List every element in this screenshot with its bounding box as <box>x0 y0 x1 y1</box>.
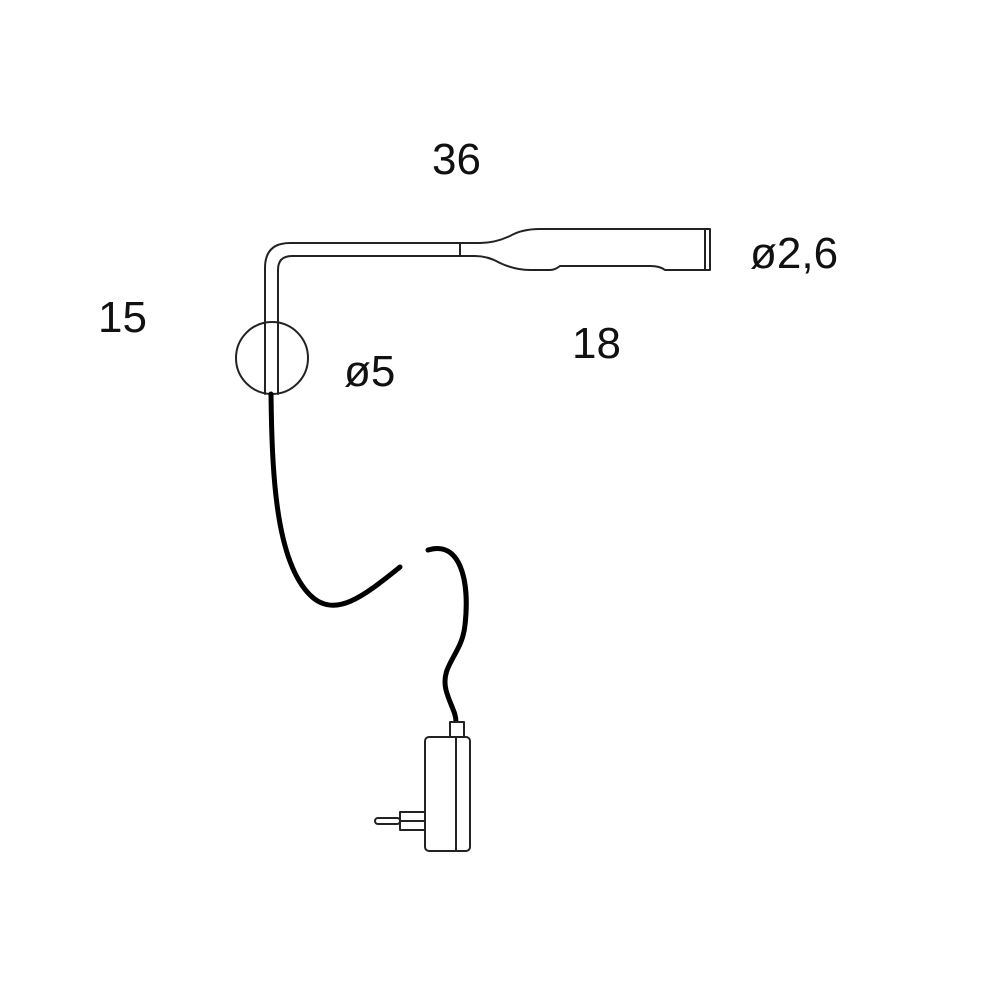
power-adapter <box>424 736 471 852</box>
power-cable <box>268 391 403 608</box>
dimension-height: 15 <box>98 293 147 342</box>
dimension-base-diameter: ø5 <box>344 347 396 396</box>
lamp-head <box>459 228 711 271</box>
dimension-head-length: 18 <box>572 319 621 368</box>
arm-tube <box>264 242 461 327</box>
dimension-total-length: 36 <box>432 135 481 184</box>
wall-base-disc <box>235 321 309 395</box>
plug-pin <box>374 817 401 825</box>
dimension-head-diameter: ø2,6 <box>750 229 839 278</box>
